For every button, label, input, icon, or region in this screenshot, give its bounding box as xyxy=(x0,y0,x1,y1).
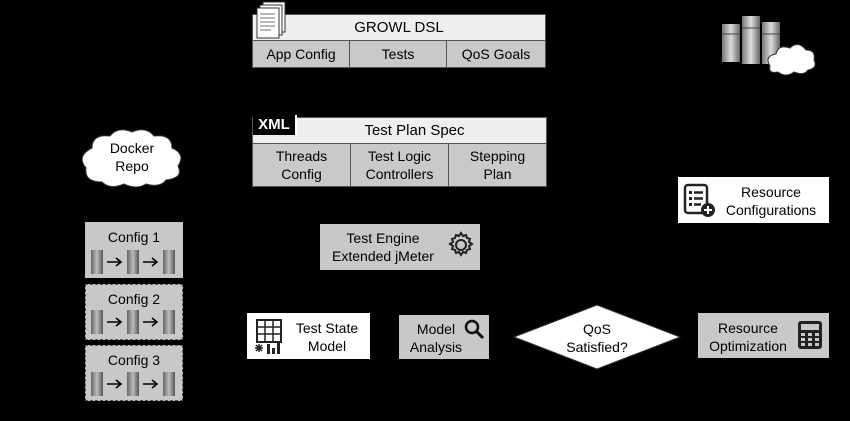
qos-decision-diamond xyxy=(512,304,682,370)
magnifier-icon xyxy=(464,319,485,340)
calculator-icon xyxy=(798,321,822,349)
testplan-cell-threads-config: Threads Config xyxy=(253,144,351,186)
growl-dsl-title: GROWL DSL xyxy=(253,15,545,41)
resource-optimization-box: Resource Optimization xyxy=(698,313,829,358)
config-1-label: Config 1 xyxy=(107,229,161,245)
test-engine-box: Test Engine Extended jMeter xyxy=(320,224,480,270)
checklist-icon xyxy=(683,183,715,217)
qos-decision-label: QoS Satisfied? xyxy=(566,321,628,355)
cloud-shape xyxy=(81,129,182,188)
resource-optimization-label: Resource Optimization xyxy=(709,320,787,354)
test-engine-label: Test Engine Extended jMeter xyxy=(332,230,434,264)
config-servers-icons xyxy=(91,250,175,396)
growl-cell-tests: Tests xyxy=(350,41,447,67)
server-row-3 xyxy=(91,372,175,396)
growl-dsl-cells: App Config Tests QoS Goals xyxy=(253,41,545,67)
resource-configurations-label: Resource Configurations xyxy=(725,184,817,218)
test-plan-cells: Threads Config Test Logic Controllers St… xyxy=(253,144,546,186)
test-plan-spec-block: Test Plan Spec Threads Config Test Logic… xyxy=(252,117,547,187)
growl-cell-app-config: App Config xyxy=(253,41,350,67)
test-state-model-box: Test State Model xyxy=(247,313,370,359)
server-row-2 xyxy=(91,310,175,334)
test-state-model-label: Test State Model xyxy=(295,320,359,354)
testplan-cell-stepping-plan: Stepping Plan xyxy=(449,144,546,186)
growl-dsl-block: GROWL DSL App Config Tests QoS Goals xyxy=(252,14,546,68)
server-row-1 xyxy=(91,250,175,274)
growl-cell-qos-goals: QoS Goals xyxy=(447,41,545,67)
model-analysis-box: Model Analysis xyxy=(399,315,489,359)
test-plan-spec-title: Test Plan Spec xyxy=(253,118,546,144)
server-cloud-icon xyxy=(722,16,816,76)
config-2-label: Config 2 xyxy=(107,291,161,307)
model-analysis-label: Model Analysis xyxy=(409,321,463,355)
xml-icon: XML xyxy=(253,115,297,135)
docker-repo-label: Docker Repo xyxy=(109,140,155,174)
resource-configurations-box: Resource Configurations xyxy=(678,177,829,223)
testplan-cell-test-logic-controllers: Test Logic Controllers xyxy=(351,144,449,186)
gear-icon xyxy=(448,231,474,257)
document-icon xyxy=(256,1,286,39)
table-icon xyxy=(255,319,282,354)
config-3-label: Config 3 xyxy=(107,352,161,368)
